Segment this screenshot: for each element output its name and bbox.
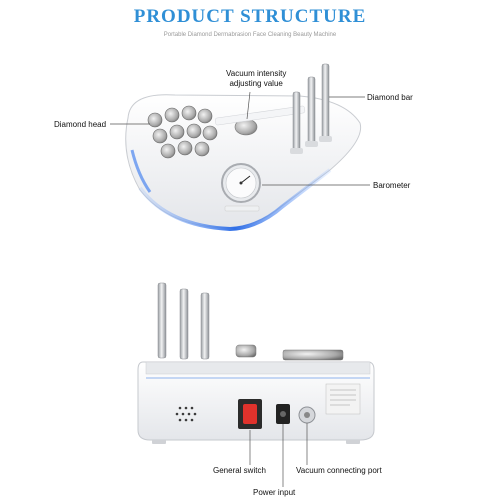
page-subtitle: Portable Diamond Dermabrasion Face Clean… — [163, 32, 337, 38]
barometer-gauge — [221, 163, 261, 203]
callout-vacuum-value-line1: Vacuum intensity — [226, 69, 287, 78]
callout-vacuum-value: Vacuum intensity adjusting value — [226, 69, 286, 89]
callout-vacuum-port: Vacuum connecting port — [296, 466, 382, 475]
callout-diamond-head: Diamond head — [54, 120, 107, 129]
diamond-head-cluster — [147, 105, 218, 159]
callout-lines-bottom — [249, 423, 308, 487]
diamond-bar-group-top — [290, 63, 332, 154]
callout-general-switch: General switch — [213, 466, 266, 475]
callout-vacuum-value-line2: adjusting value — [229, 79, 283, 88]
callout-barometer: Barometer — [373, 181, 411, 190]
device-top-view — [125, 63, 362, 232]
page-title: PRODUCT STRUCTURE — [133, 6, 367, 27]
callout-lines-top — [110, 91, 370, 186]
device-side-view — [137, 282, 375, 444]
callout-power-input: Power input — [253, 488, 296, 497]
callout-diamond-bar: Diamond bar — [367, 93, 413, 102]
speaker-grille — [175, 406, 197, 422]
